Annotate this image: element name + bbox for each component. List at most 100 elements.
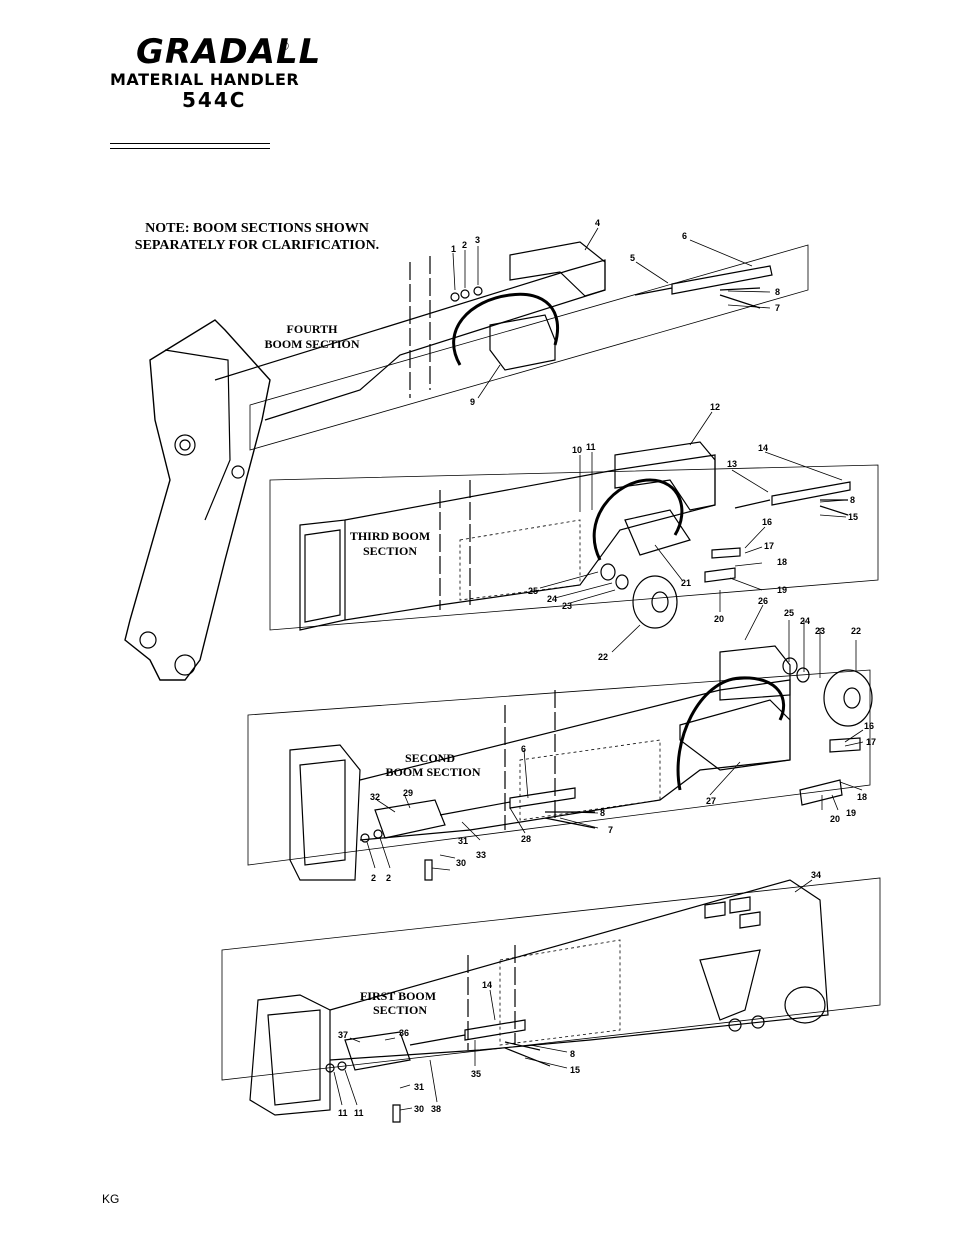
callout-second-3: 23	[815, 626, 825, 636]
callout-first-0: 34	[811, 870, 821, 880]
callout-first-1: 14	[482, 980, 492, 990]
first-top-cutouts	[704, 896, 761, 929]
third-pin-lines	[819, 499, 849, 516]
third-break-lines	[439, 480, 471, 610]
first-label-line-2: SECTION	[373, 1003, 427, 1017]
callout-first-2: 8	[570, 1049, 575, 1059]
header-rule-top	[110, 143, 270, 144]
sheave-22-second	[823, 669, 873, 727]
callout-second-19: 33	[476, 850, 486, 860]
fastener-11b	[337, 1061, 347, 1071]
callout-second-6: 17	[866, 737, 876, 747]
header-rule-bottom	[110, 148, 270, 149]
callout-third-5: 8	[850, 495, 855, 505]
brand-subtitle: MATERIAL HANDLER	[110, 70, 300, 89]
sheave-22-second-hub	[843, 687, 861, 709]
callout-second-12: 8	[600, 808, 605, 818]
callout-third-1: 11	[586, 442, 596, 452]
callout-second-0: 26	[758, 596, 768, 606]
callout-third-0: 10	[572, 445, 582, 455]
first-bracket-window	[699, 949, 761, 1021]
fourth-boom-section	[124, 241, 809, 681]
fourth-bracket	[509, 241, 606, 297]
callout-third-4: 14	[758, 443, 768, 453]
third-end-frame-inner	[304, 529, 341, 623]
pin-20-third	[704, 567, 736, 583]
arm-pin-hole-lower-left	[139, 631, 157, 649]
callout-first-4: 35	[471, 1069, 481, 1079]
model-number: 544C	[182, 88, 247, 112]
callout-fourth-1: 2	[462, 240, 467, 250]
callout-third-2: 12	[710, 402, 720, 412]
first-hole-b	[751, 1015, 765, 1029]
callout-third-14: 23	[562, 601, 572, 611]
fastener-2	[460, 289, 470, 299]
second-end-frame	[289, 744, 361, 881]
callout-first-6: 37	[338, 1030, 348, 1040]
callout-second-17: 31	[458, 836, 468, 846]
first-rod-chain	[409, 1019, 526, 1046]
washer-24-third	[615, 574, 629, 590]
block-36	[344, 1031, 411, 1071]
second-boom-body	[359, 679, 791, 841]
callout-fourth-5: 6	[682, 231, 687, 241]
footer-code: KG	[102, 1192, 120, 1206]
washer-25-third	[600, 563, 616, 581]
bolt-30-second	[424, 859, 433, 881]
callout-second-1: 25	[784, 608, 794, 618]
callout-second-7: 18	[857, 792, 867, 802]
first-end-boss	[784, 986, 826, 1024]
callout-fourth-3: 4	[595, 218, 600, 228]
third-section-panel	[269, 464, 879, 631]
third-rod-chain	[734, 481, 851, 509]
second-hidden-lines	[519, 739, 661, 821]
fourth-label-line-1: FOURTH	[287, 322, 339, 336]
callout-third-10: 19	[777, 585, 787, 595]
first-boom-body	[329, 879, 829, 1061]
callout-second-13: 7	[608, 825, 613, 835]
sheave-22-third	[632, 575, 678, 629]
arm-pin-hole-lower-right	[174, 654, 196, 676]
plate-16-third	[711, 547, 741, 559]
callout-second-14: 28	[521, 834, 531, 844]
fourth-section-panel	[249, 244, 809, 451]
bolt-30-first	[392, 1104, 401, 1123]
block-29	[374, 799, 446, 839]
callout-second-20: 2	[371, 873, 376, 883]
fastener-11a	[325, 1063, 335, 1073]
first-break-lines	[467, 945, 516, 1050]
callout-third-16: 25	[528, 586, 538, 596]
pin-20-second	[799, 779, 843, 806]
first-end-frame	[249, 994, 331, 1116]
callout-third-15: 24	[547, 594, 557, 604]
sheave-22-third-hub	[651, 591, 669, 613]
first-hole-a	[728, 1018, 742, 1032]
callout-fourth-8: 9	[470, 397, 475, 407]
callout-third-3: 13	[727, 459, 737, 469]
callout-third-9: 18	[777, 557, 787, 567]
third-bracket-21	[624, 509, 691, 556]
arm-pin-hole-upper	[174, 434, 196, 456]
fastener-2b	[373, 829, 383, 839]
callout-fourth-2: 3	[475, 235, 480, 245]
callout-fourth-4: 5	[630, 253, 635, 263]
callout-third-7: 16	[762, 517, 772, 527]
callout-third-13: 22	[598, 652, 608, 662]
arm-inner-line	[164, 349, 231, 521]
washer-24-second	[796, 667, 810, 683]
second-label-line-2: BOOM SECTION	[385, 765, 480, 779]
second-bracket-27	[679, 699, 791, 771]
first-section-panel	[221, 877, 881, 1081]
third-hose-loop	[592, 478, 684, 561]
callout-second-5: 16	[864, 721, 874, 731]
fastener-2a	[360, 833, 370, 843]
boom-nose-arm	[124, 319, 271, 681]
callout-second-18: 30	[456, 858, 466, 868]
third-bracket-12	[614, 441, 716, 511]
callout-third-8: 17	[764, 541, 774, 551]
second-label-line-1: SECOND	[405, 751, 455, 765]
callout-third-6: 15	[848, 512, 858, 522]
callout-fourth-7: 7	[775, 303, 780, 313]
callout-second-9: 20	[830, 814, 840, 824]
